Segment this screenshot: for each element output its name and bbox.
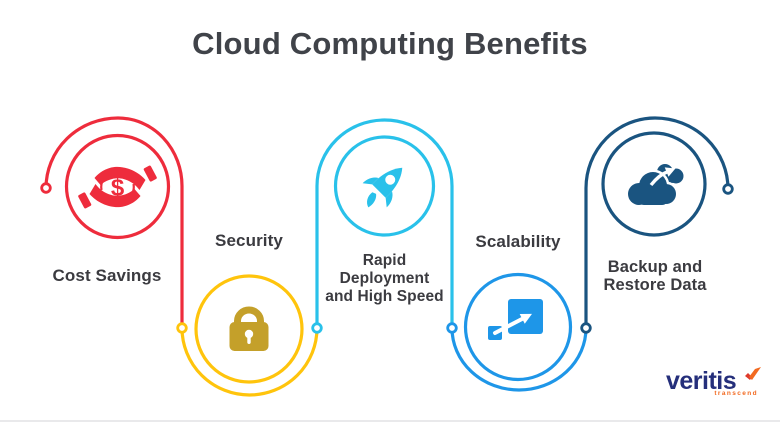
scalability-arc	[450, 326, 588, 392]
keyhole	[244, 329, 254, 339]
bottom-edge-divider	[0, 420, 780, 422]
connector-ring	[40, 182, 52, 194]
rapid-deployment-label: Rapid Deployment and High Speed	[325, 252, 444, 305]
security-label: Security	[215, 231, 283, 250]
rapid-deployment-circle	[333, 135, 436, 237]
scalability-circle	[463, 272, 573, 382]
scalability-label: Scalability	[475, 232, 561, 251]
cost-savings-circle	[64, 133, 171, 240]
hand-lower	[78, 184, 141, 209]
page-title: Cloud Computing Benefits	[192, 26, 588, 61]
big-cloud	[628, 172, 676, 205]
money-hands-icon: $	[78, 165, 157, 209]
backup-circle	[601, 131, 707, 237]
connector-ring	[446, 322, 458, 334]
hand-upper	[94, 165, 157, 190]
brand-swoosh-icon	[745, 367, 761, 380]
connector-ring	[722, 183, 734, 195]
connector-ring	[580, 322, 592, 334]
connector-ring	[176, 322, 188, 334]
rocket-icon	[362, 167, 403, 208]
cost-savings-label: Cost Savings	[52, 266, 162, 285]
rocket-window	[385, 174, 396, 185]
veritis-logo: veritis transcend	[666, 367, 776, 397]
padlock-icon	[229, 306, 269, 351]
cost-savings-spiral	[44, 116, 184, 330]
rapid-deployment-arch	[315, 118, 454, 330]
backup-spiral	[584, 116, 730, 330]
restore-arrow	[649, 170, 668, 187]
brand-name: veritis	[666, 367, 737, 395]
expand-arrows-icon	[488, 299, 543, 340]
security-circle	[194, 274, 304, 384]
backup-restore-label: Backup and Restore Data	[603, 258, 707, 294]
cloud-backup-icon	[625, 164, 684, 208]
dollar-sign: $	[111, 175, 125, 202]
brand-tagline: transcend	[714, 390, 758, 397]
security-arc	[180, 326, 319, 397]
connector-ring	[311, 322, 323, 334]
